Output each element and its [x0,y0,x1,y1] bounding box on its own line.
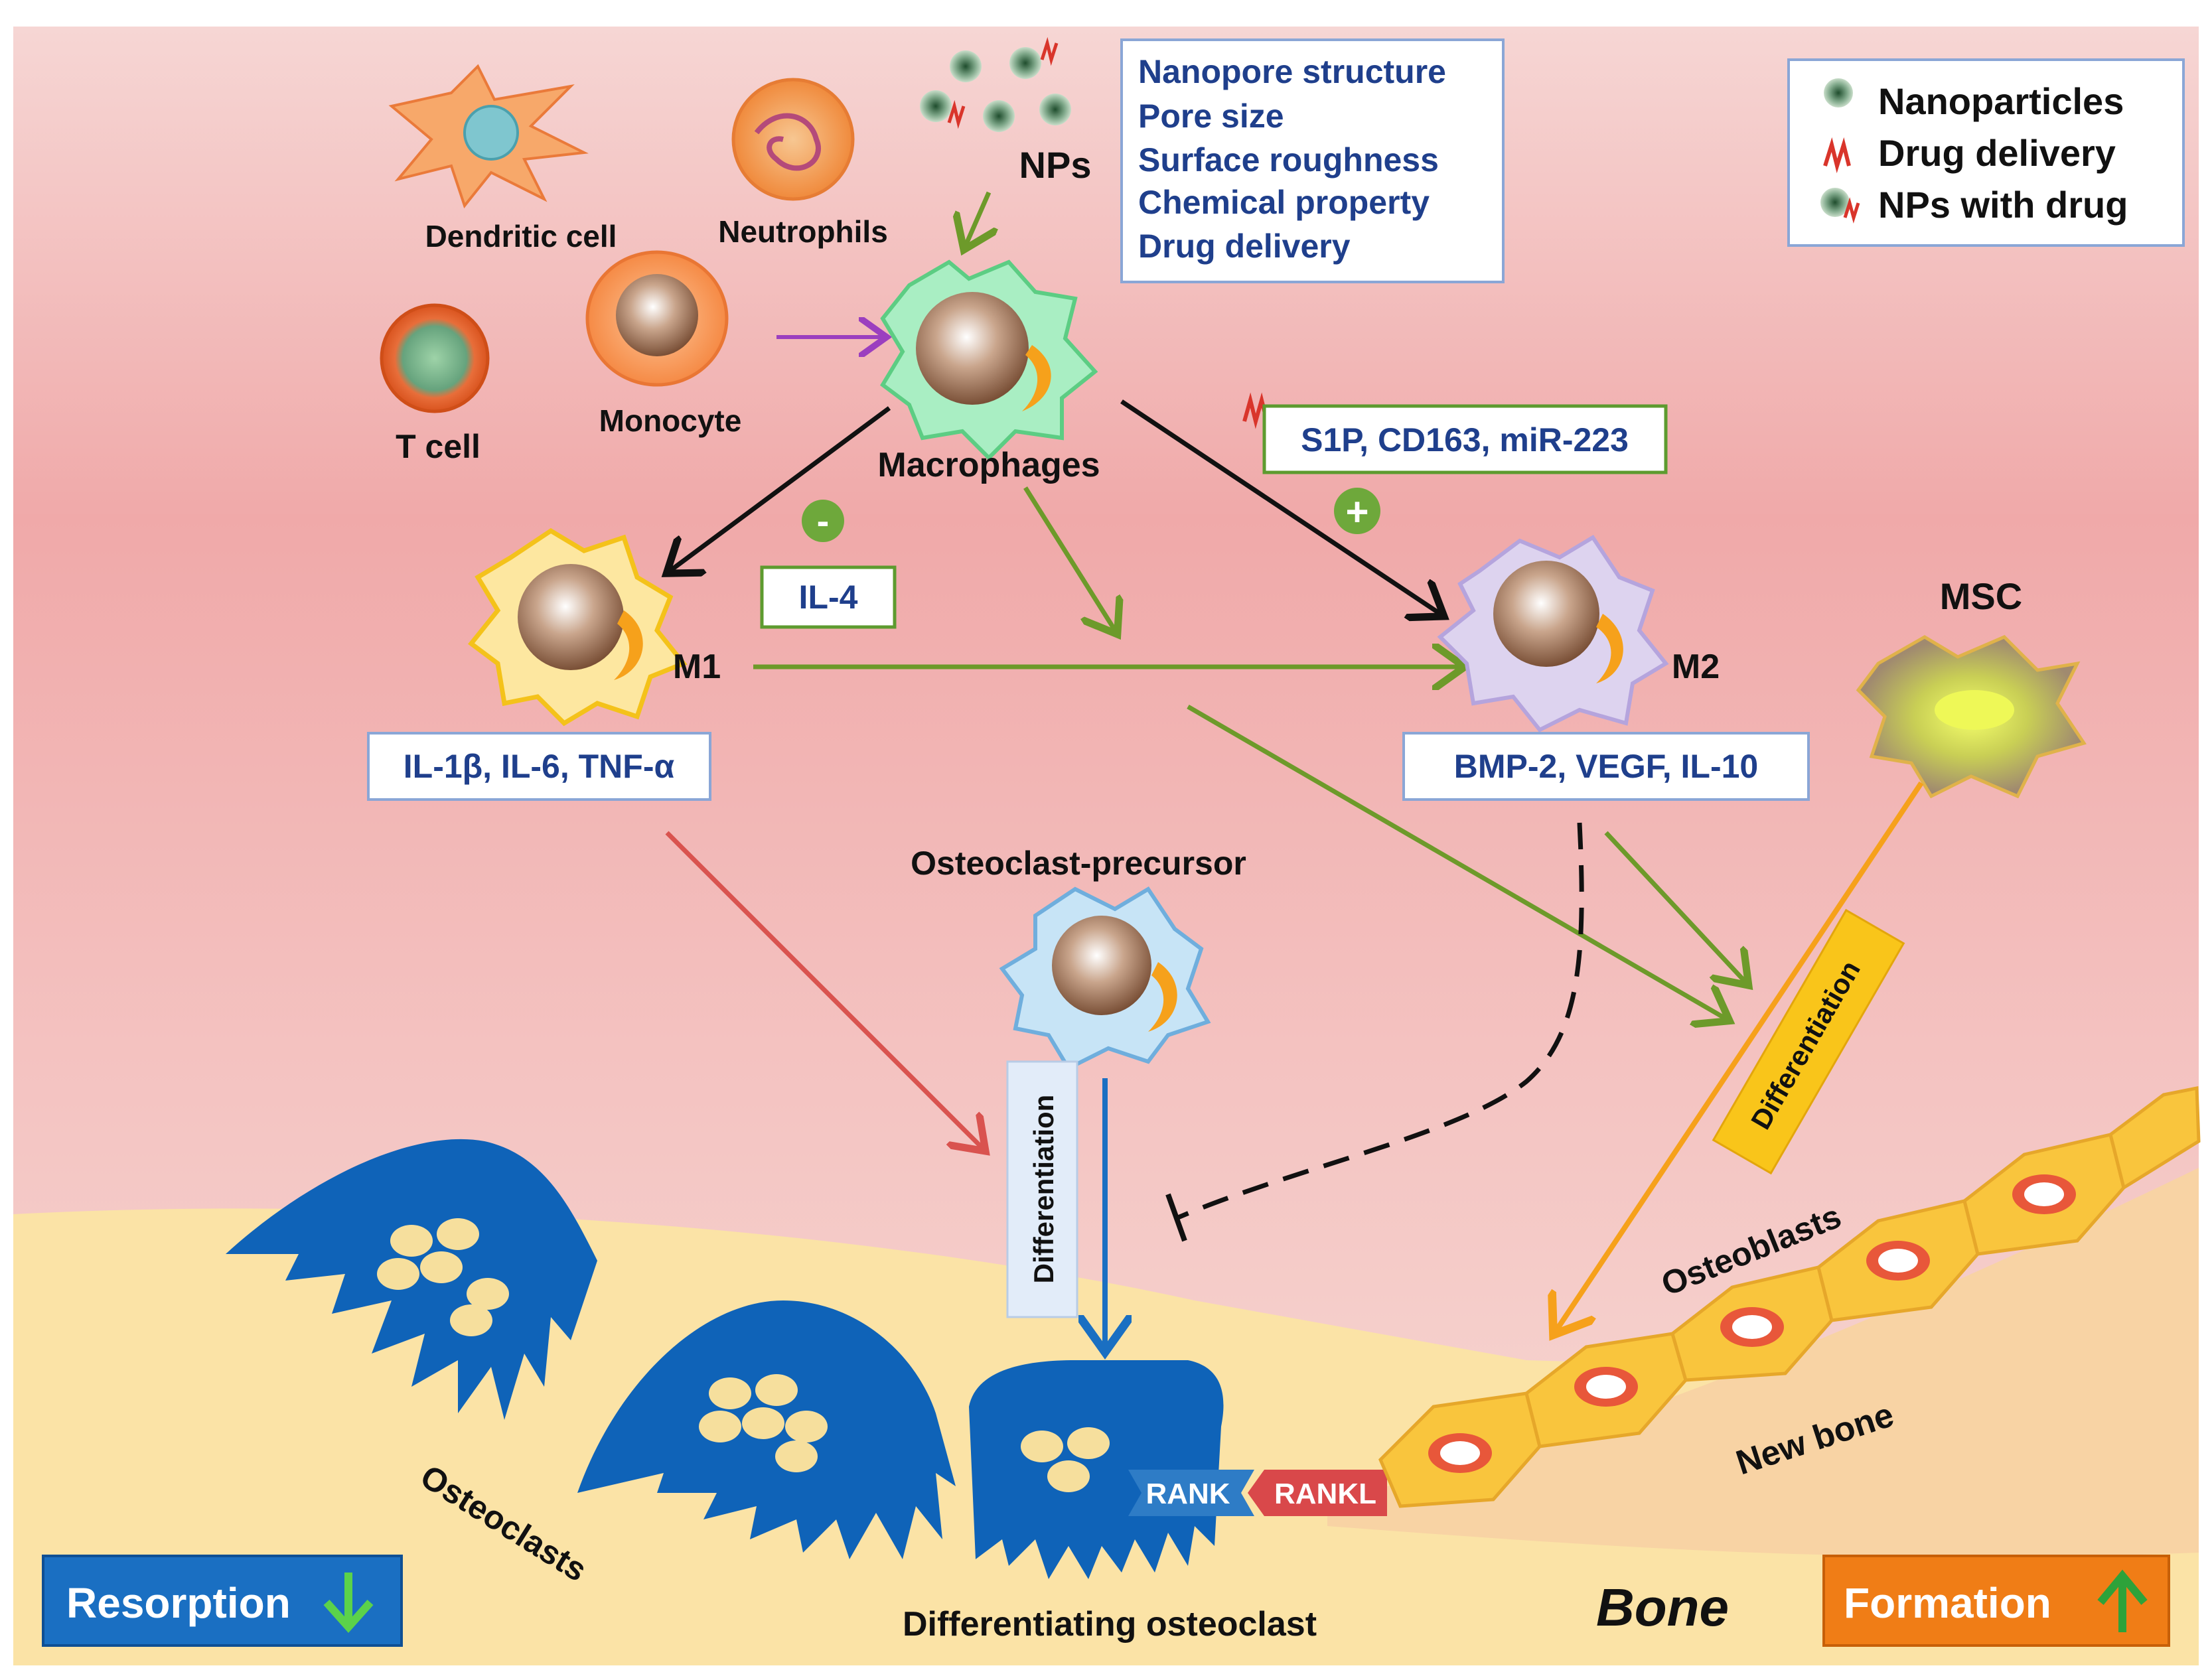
np-property-0: Nanopore structure [1138,53,1446,90]
macrophage-to-m2-arrow [1120,399,1440,614]
rank-label: RANK [1145,1478,1230,1510]
m1-cell [468,527,688,727]
formation-button[interactable] [1822,1555,2170,1647]
macrophage-cell [880,259,1098,461]
macrophages-label: Macrophages [877,446,1100,484]
differentiating-osteoclast-label: Differentiating osteoclast [903,1605,1317,1644]
np-property-3: Chemical property [1138,184,1430,221]
arrow-up-icon [2097,1569,2148,1632]
osteoblast-nuclei [1428,1174,2076,1473]
minus-sign: - [817,500,830,541]
m2-cell [1437,534,1669,733]
osteoclast-precursor-cell [999,886,1211,1071]
macrophage-down-arrow [1023,486,1115,630]
nanoparticle-legend-icon [1824,78,1853,107]
m2-to-osteoblast-arrow [1604,831,1745,982]
macrophage-to-m1-arrow [670,406,891,571]
plus-sign: + [1345,490,1368,534]
m1-cytokines-box [367,732,711,801]
m2-cytokines-box [1402,732,1810,801]
inhibition-bar [1165,1193,1187,1242]
np-property-1: Pore size [1138,98,1284,135]
np-properties-box [1120,38,1505,283]
formation-label: Formation [1844,1579,2051,1627]
rank-receptor [1128,1470,1254,1516]
il4-label: IL-4 [799,579,858,616]
nps-with-drug-legend-icon [1820,188,1850,217]
drug-delivery-legend-icon [1823,137,1851,174]
osteoblast-differentiation-bar [1712,908,1905,1175]
t-cell [380,303,490,413]
legend-box [1787,58,2185,247]
dendritic-cell [388,64,589,209]
s1p-label: S1P, CD163, miR-223 [1301,421,1629,458]
legend-nps-with-drug: NPs with drug [1878,184,2128,226]
legend-drug-delivery: Drug delivery [1878,132,2116,174]
osteoclast-differentiating [969,1360,1224,1579]
m2-cytokines-label: BMP-2, VEGF, IL-10 [1454,748,1758,785]
m1-label: M1 [673,648,721,686]
s1p-box [1262,404,1668,474]
monocyte-cell [585,250,729,387]
osteoclast-differentiation-bar [1006,1060,1078,1318]
monocyte-label: Monocyte [599,403,742,438]
rankl-label: RANKL [1274,1478,1376,1510]
np-property-2: Surface roughness [1138,141,1439,178]
osteoclast-large-2 [577,1300,956,1559]
osteoclast-large-1 [226,1139,597,1420]
plus-sign-badge [1334,488,1380,534]
np-cluster [920,36,1071,132]
resorption-button[interactable] [42,1555,403,1647]
nps-to-macrophage-arrow [966,191,989,245]
legend-nanoparticles: Nanoparticles [1878,80,2124,122]
m1-cytokines-label: IL-1β, IL-6, TNF-α [404,748,675,785]
neutrophil-cell [731,78,855,201]
rankl-ligand [1248,1470,1387,1516]
m2-inhibition-dashed-line [1177,822,1584,1220]
t-cell-label: T cell [396,428,480,465]
minus-sign-badge [802,500,844,542]
arrow-down-icon [323,1573,374,1634]
nps-label: NPs [1019,144,1092,186]
il4-box [760,565,897,629]
m1-m2-path-to-osteoblast-arrow [1187,704,1726,1018]
msc-label: MSC [1940,575,2022,617]
m1-to-osteoclast-arrow [665,831,982,1148]
neutrophils-label: Neutrophils [718,214,888,249]
bone-label: Bone [1596,1578,1729,1637]
osteoclast-differentiation-label: Differentiation [1028,1095,1059,1284]
msc-cell [1856,635,2087,799]
osteoclast-precursor-label: Osteoclast-precursor [911,845,1246,882]
resorption-label: Resorption [66,1579,291,1627]
dendritic-cell-label: Dendritic cell [425,219,617,253]
np-property-4: Drug delivery [1138,228,1351,265]
m2-label: M2 [1672,648,1720,686]
msc-to-osteoblast-arrow [1556,781,1924,1330]
